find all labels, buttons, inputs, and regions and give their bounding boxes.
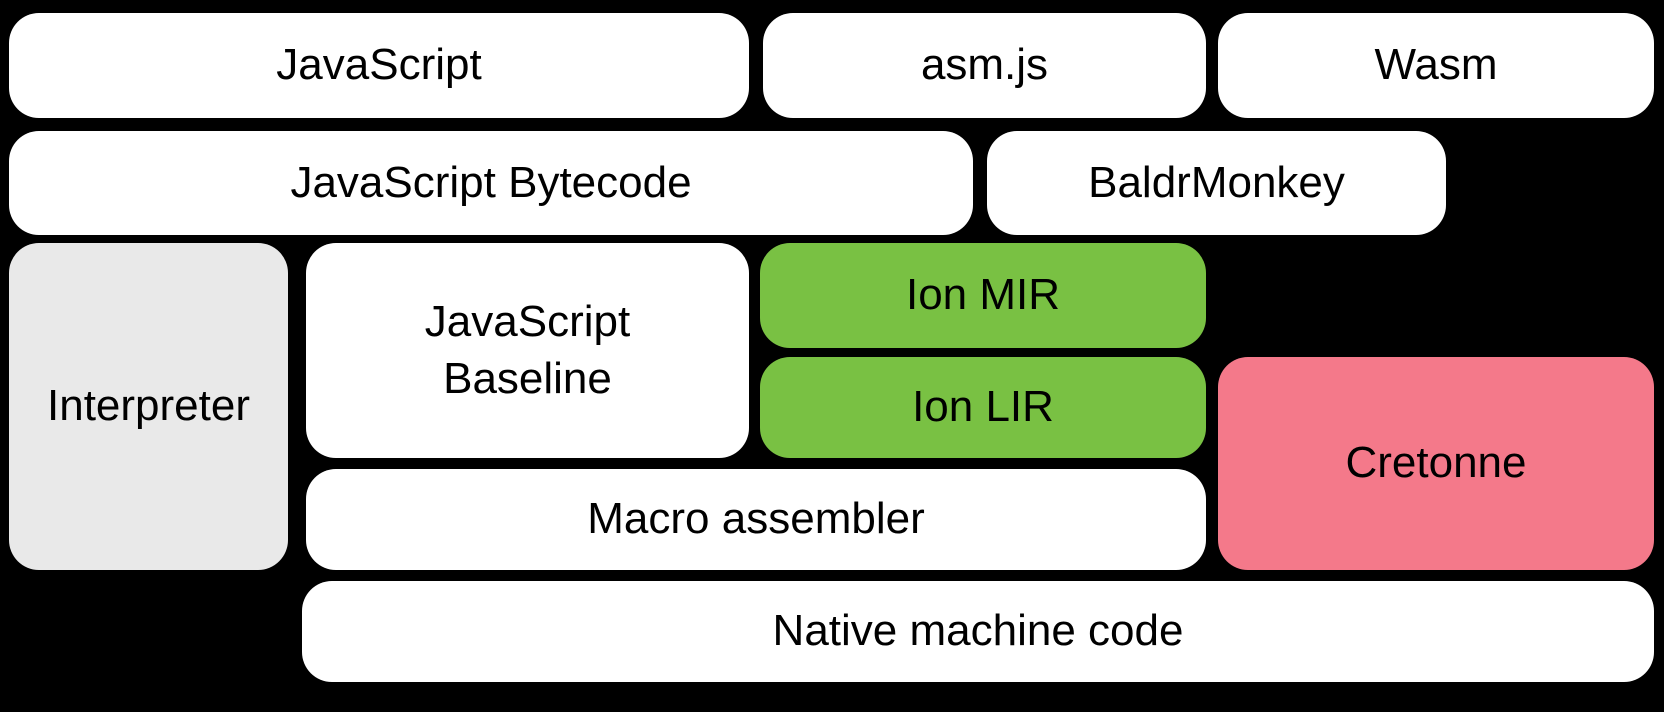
block-javascript: JavaScript: [9, 13, 749, 118]
block-interpreter: Interpreter: [9, 243, 288, 570]
block-javascript-baseline: JavaScript Baseline: [306, 243, 749, 458]
block-ion-lir: Ion LIR: [760, 357, 1206, 458]
block-baldrmonkey: BaldrMonkey: [987, 131, 1446, 235]
block-cretonne: Cretonne: [1218, 357, 1654, 570]
block-macro-assembler: Macro assembler: [306, 469, 1206, 570]
block-ion-mir: Ion MIR: [760, 243, 1206, 348]
block-javascript-bytecode: JavaScript Bytecode: [9, 131, 973, 235]
block-native-machine-code: Native machine code: [302, 581, 1654, 682]
block-asmjs: asm.js: [763, 13, 1206, 118]
block-wasm: Wasm: [1218, 13, 1654, 118]
